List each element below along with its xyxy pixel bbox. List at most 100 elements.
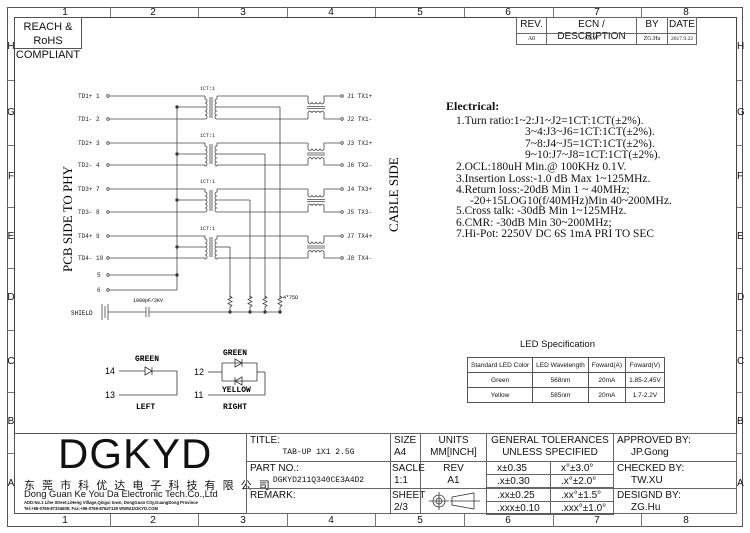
led-right-pin-b: 11 <box>194 390 203 400</box>
transformer-primary-coil <box>204 96 208 120</box>
led-left-pin-a: 14 <box>105 366 115 376</box>
sheet-label: SHEET <box>392 490 426 501</box>
pin-label-minus: TD4- 10 <box>78 255 104 262</box>
frame-divider <box>553 514 554 527</box>
column-marker: 3 <box>240 7 246 18</box>
common-mode-choke <box>307 235 340 244</box>
title-cell: TITLE: TAB-UP 1X1 2.5G <box>246 433 391 462</box>
cable-terminal <box>340 234 344 238</box>
capacitor-label: 1000pF/2KV <box>133 298 163 304</box>
frame-divider <box>464 514 465 527</box>
frame-divider <box>737 80 743 81</box>
compliance-line1: REACH & RoHS <box>23 21 73 47</box>
common-mode-choke <box>307 110 340 120</box>
frame-divider <box>7 207 14 208</box>
frame-divider <box>375 7 376 17</box>
cable-terminal <box>340 141 344 145</box>
approved-value: JP.Gong <box>631 447 669 458</box>
row-marker: A <box>737 478 744 489</box>
column-marker: 8 <box>683 7 689 18</box>
frame-divider <box>287 7 288 17</box>
designed-label: DESIGND BY: <box>617 490 681 501</box>
spec-line: 4.Return loss:-20dB Min 1 ~ 40MHz; <box>456 184 630 197</box>
row-marker: B <box>737 416 744 427</box>
cable-terminal <box>340 256 344 260</box>
frame-divider <box>737 392 743 393</box>
remark-label: REMARK: <box>250 490 296 501</box>
cell: 585nm <box>532 387 589 403</box>
row-marker: D <box>7 292 15 303</box>
frame-divider <box>287 514 288 527</box>
pin-terminal <box>106 94 110 98</box>
led-right-pin-a: 12 <box>194 367 204 377</box>
transformer-secondary-coil <box>214 143 218 167</box>
frame-divider <box>7 330 14 331</box>
company-logo: DGKYD <box>58 430 213 477</box>
tolerance-value: .xxx°±1.0° <box>550 500 614 515</box>
tolerance-value: x±0.35 <box>486 461 551 475</box>
cable-terminal <box>340 163 344 167</box>
sheet-value: 2/3 <box>394 502 408 513</box>
led-right-name: RIGHT <box>223 403 247 412</box>
scale-value: 1:1 <box>394 475 408 486</box>
pcb-side-label: PCB SIDE TO PHY <box>60 165 75 272</box>
row-marker: H <box>737 41 745 52</box>
company-contact: Tel:+86-0769-87334608; Fax:+86-0769-8764… <box>24 506 158 511</box>
date-cell: 2017.9.22 <box>667 33 697 45</box>
common-mode-choke <box>307 157 340 166</box>
header-cell: LED Wavelength <box>532 357 589 373</box>
checked-value: TW.XU <box>631 475 663 486</box>
pin-label: 6 <box>97 287 101 294</box>
frame-divider <box>7 392 14 393</box>
transformer-secondary-coil <box>214 189 218 213</box>
column-marker: 3 <box>240 515 246 526</box>
cell: 20mA <box>587 372 627 388</box>
spec-line: 3.Insertion Loss:-1.0 dB Max 1~125MHz. <box>456 172 651 185</box>
tolerance-value: .x°±2.0° <box>550 474 614 489</box>
cable-pin-label-minus: J8 TX4- <box>347 255 372 262</box>
transformer-primary-coil <box>204 189 208 213</box>
transformer-label: 1CT:1 <box>200 226 215 232</box>
tolerance-value: .xx±0.25 <box>486 487 551 502</box>
pin-label: 5 <box>97 272 101 279</box>
cable-pin-label-plus: J1 TX1+ <box>347 93 373 100</box>
electrical-title: Electrical: <box>446 99 500 113</box>
column-marker: 8 <box>683 515 689 526</box>
spec-line: 9~10:J7~J8=1CT:1CT(±2%). <box>525 149 661 162</box>
units-value: MM[INCH] <box>430 447 477 458</box>
cable-terminal <box>340 210 344 214</box>
resistor-75ohm <box>277 295 283 312</box>
cell: 1.7-2.2V <box>625 387 665 403</box>
led-circuit-left <box>119 366 178 396</box>
transformer-primary-coil <box>204 143 208 167</box>
rev-value: A1 <box>447 475 460 486</box>
frame-divider <box>198 7 199 17</box>
frame-divider <box>737 453 743 454</box>
company-name-cn: 东 莞 市 科 优 达 电 子 科 技 有 限 公 司 <box>24 480 271 492</box>
designed-cell: DESIGND BY:ZG.Hu <box>613 488 737 514</box>
cell: 568nm <box>532 372 589 388</box>
spec-line: 7~8:J4~J5=1CT:1CT(±2%). <box>525 137 655 150</box>
junction <box>175 273 179 277</box>
title-label: TITLE: <box>250 435 281 446</box>
cable-pin-label-minus: J5 TX3- <box>347 209 372 216</box>
cable-side-label: CABLE SIDE <box>386 157 401 232</box>
led-spec-title: LED Specification <box>520 339 595 350</box>
pin-label-plus: TD1+ 1 <box>78 93 100 100</box>
row-marker: G <box>737 107 745 118</box>
common-mode-choke <box>307 142 340 151</box>
header-cell: Foward(A) <box>587 357 627 373</box>
header-cell: Standard LED Color <box>466 357 534 373</box>
pin-terminal <box>106 187 110 191</box>
pin-terminal <box>106 288 110 292</box>
cable-pin-label-plus: J3 TX2+ <box>347 140 373 147</box>
company-address: ADD:No.1 Lihe Street,LiHeng Village,Qing… <box>24 500 198 505</box>
frame-divider <box>110 7 111 17</box>
column-marker: 2 <box>150 515 156 526</box>
transformer-secondary-coil <box>214 96 218 120</box>
compliance-box: REACH & RoHS COMPLIANT <box>14 17 82 61</box>
